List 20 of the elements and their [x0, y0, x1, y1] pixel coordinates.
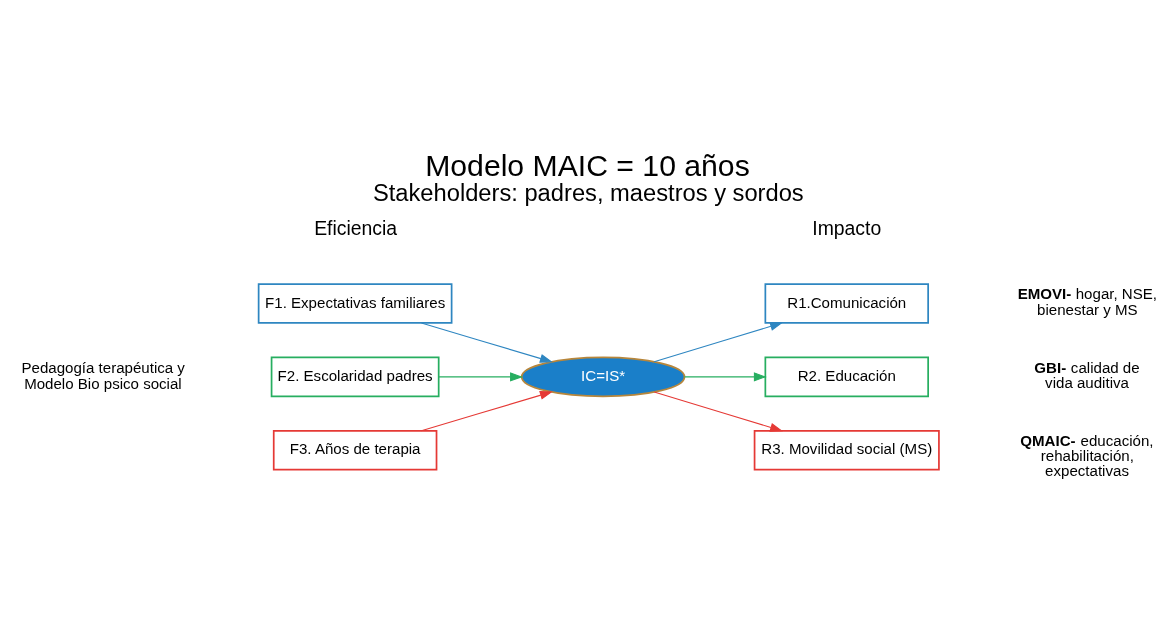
diagram-title: Modelo MAIC = 10 años — [425, 148, 750, 182]
arrow — [420, 390, 553, 432]
label: EMOVI- hogar, NSE, bienestar y MS — [1017, 285, 1158, 318]
node-box: F3. Años de terapia — [272, 429, 438, 471]
arrow — [653, 391, 783, 432]
arrow — [653, 322, 783, 363]
label: Stakeholders: padres, maestros y sordos — [372, 179, 804, 206]
arrow — [420, 322, 553, 363]
label: Impacto — [812, 216, 882, 239]
label: GBI- calidad de vida auditiva — [1034, 358, 1140, 391]
arrow — [684, 372, 767, 382]
node-box: R2. Educación — [764, 356, 929, 398]
node-box: R1.Comunicación — [764, 283, 929, 324]
label: QMAIC- educación, rehabilitación, expectativas — [1020, 432, 1154, 480]
label: Pedagogía terapéutica y Modelo Bio psico social — [21, 358, 185, 392]
node-box: R3. Movilidad social (MS) — [753, 429, 940, 471]
node-box: F1. Expectativas familiares — [257, 283, 453, 324]
node-box: F2. Escolaridad padres — [270, 356, 440, 398]
label: Eficiencia — [314, 216, 398, 239]
arrow — [438, 372, 523, 382]
